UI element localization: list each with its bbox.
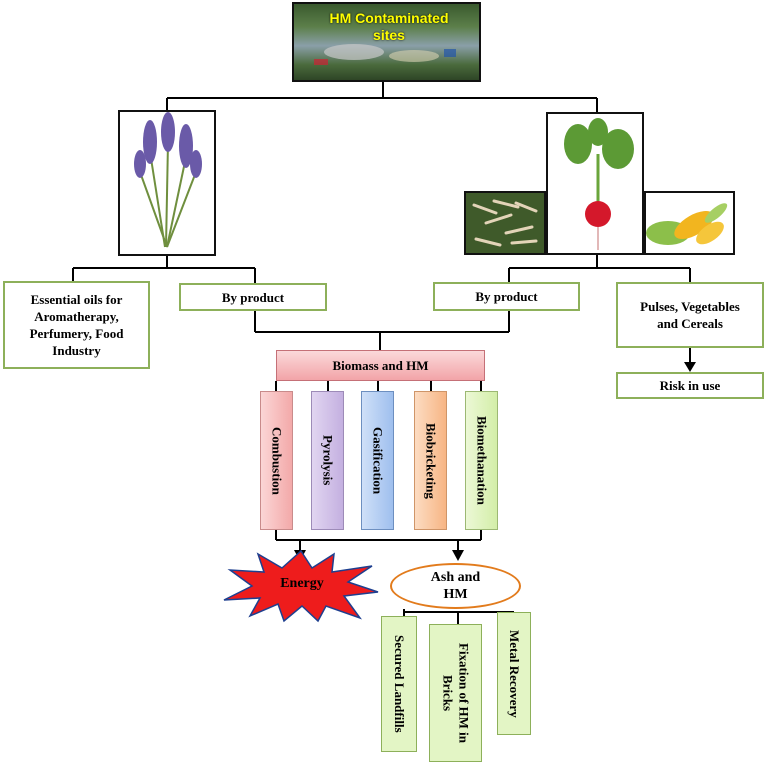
contaminated-site-photo: HM Contaminated sites [292, 2, 481, 82]
metal-recovery-label: Metal Recovery [507, 629, 522, 718]
corn-icon [646, 203, 728, 245]
energy-starburst [223, 549, 379, 623]
lavender-icon [134, 112, 202, 248]
radish-photo [546, 112, 644, 255]
gasification-label: Gasification [370, 426, 386, 495]
metal-recovery-box: Metal Recovery [497, 612, 531, 735]
crops-box: Pulses, Vegetables and Cereals [616, 282, 764, 348]
radish-icon [564, 118, 634, 250]
fixation-bricks-box: Fixation of HM in Bricks [429, 624, 482, 762]
energy-label: Energy [280, 576, 324, 591]
by-product-left-box: By product [179, 283, 327, 311]
combustion-label: Combustion [269, 426, 285, 495]
fixation-bricks-label: Fixation of HM in Bricks [440, 642, 472, 744]
ash-label: Ash and HM [430, 570, 481, 602]
essential-oils-box: Essential oils for Aromatherapy, Perfume… [3, 281, 150, 369]
risk-in-use-box: Risk in use [616, 372, 764, 399]
by-product-right-box: By product [433, 282, 580, 311]
debris-graphic [314, 44, 456, 65]
pyrolysis-label: Pyrolysis [320, 435, 336, 486]
pulses-icon [472, 199, 538, 247]
corn-photo [644, 191, 735, 255]
ash-ellipse: Ash and HM [390, 563, 521, 609]
biomass-box: Biomass and HM [276, 350, 485, 381]
biomethanation-label: Biomethanation [474, 416, 490, 505]
site-title: HM Contaminated sites [329, 10, 449, 43]
secured-landfills-label: Secured Landfills [392, 635, 407, 733]
gasification-box: Gasification [361, 391, 394, 530]
biobricketing-box: Biobricketing [414, 391, 447, 530]
biomethanation-box: Biomethanation [465, 391, 498, 530]
pyrolysis-box: Pyrolysis [311, 391, 344, 530]
biomass-label: Biomass and HM [332, 357, 429, 373]
biobricketing-label: Biobricketing [423, 422, 439, 499]
combustion-box: Combustion [260, 391, 293, 530]
beans-photo [464, 191, 546, 255]
secured-landfills-box: Secured Landfills [381, 616, 417, 752]
lavender-photo [118, 110, 216, 256]
